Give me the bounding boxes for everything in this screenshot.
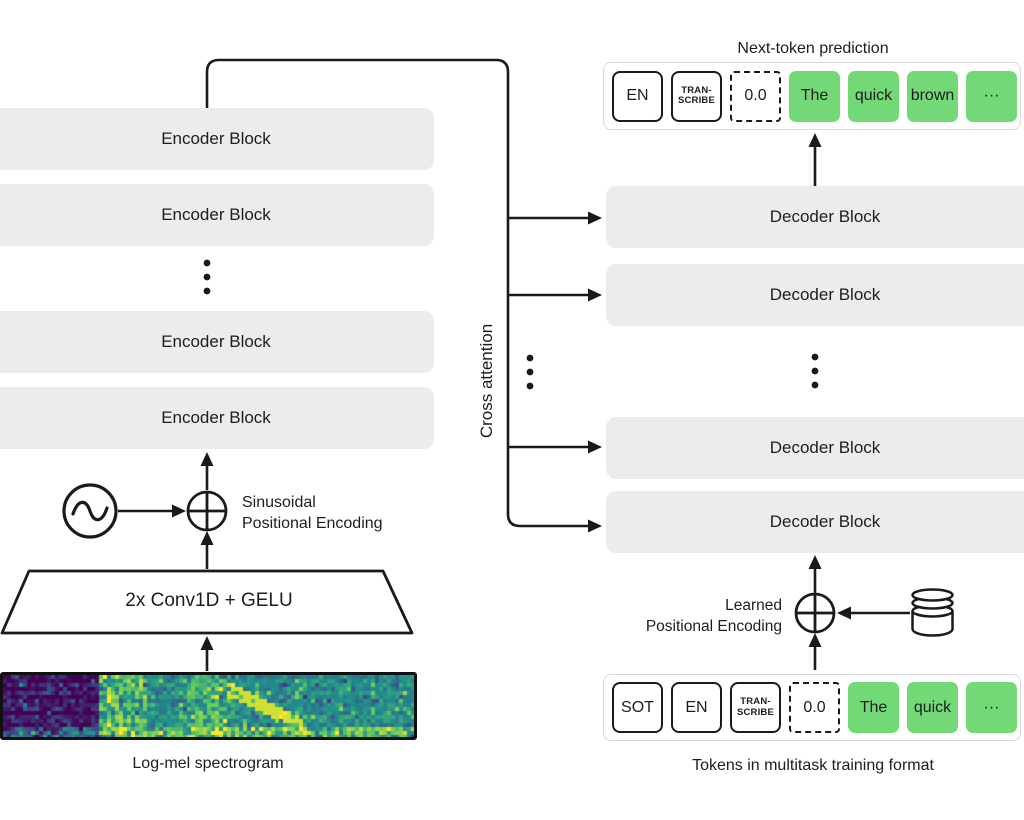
predicted-tokens-row: EN TRAN- SCRIBE 0.0 The quick brown ···: [603, 62, 1021, 130]
decoder-block-label: Decoder Block: [769, 285, 881, 304]
log-mel-spectrogram: [0, 672, 417, 740]
log-mel-spectrogram-image: [3, 675, 414, 737]
token-label: ···: [983, 87, 1000, 104]
pred-token-timestamp: 0.0: [730, 70, 781, 122]
conv-output-arrowhead: [200, 531, 214, 545]
pred-token-the: The: [789, 70, 840, 122]
encoder-block-1: Encoder Block: [0, 108, 434, 170]
pred-token-transcribe: TRAN- SCRIBE: [671, 70, 722, 122]
pred-token-brown: brown: [907, 70, 958, 122]
token-label: TRAN- SCRIBE: [677, 84, 716, 106]
decoder-block-label: Decoder Block: [769, 438, 881, 457]
learned-add-icon: [794, 592, 836, 634]
pred-token-quick: quick: [848, 70, 899, 122]
decoder-block-label: Decoder Block: [769, 512, 881, 531]
spectrogram-arrowhead: [200, 636, 214, 650]
input-tokens-arrowhead: [808, 633, 822, 647]
sinusoidal-positional-encoding-label: Sinusoidal Positional Encoding: [242, 494, 383, 532]
decoder-ellipsis-dots: [811, 353, 819, 389]
encoder-block-label: Encoder Block: [161, 129, 271, 148]
cross-attention-ellipsis-dots: [526, 354, 534, 390]
decoder-block-label: Decoder Block: [769, 207, 881, 226]
pred-token-ellipsis: ···: [966, 70, 1017, 122]
token-label: brown: [910, 87, 955, 104]
input-token-transcribe: TRAN- SCRIBE: [730, 682, 781, 733]
cross-attention-arrowhead-4: [588, 519, 602, 533]
learned-pe-arrowhead: [808, 555, 822, 569]
spectrogram-caption: Log-mel spectrogram: [132, 755, 284, 772]
token-label: 0.0: [803, 698, 826, 716]
token-label: The: [800, 87, 829, 104]
decoder-output-arrowhead: [808, 133, 822, 147]
input-token-ellipsis: ···: [966, 682, 1017, 733]
input-token-quick: quick: [907, 682, 958, 733]
conv1d-gelu-label: 2x Conv1D + GELU: [125, 590, 293, 611]
token-label: EN: [626, 87, 649, 104]
input-token-sot: SOT: [612, 682, 663, 733]
pred-token-en: EN: [612, 70, 663, 122]
next-token-prediction-title: Next-token prediction: [737, 40, 889, 57]
decoder-block-2: Decoder Block: [606, 264, 1024, 326]
decoder-block-3: Decoder Block: [606, 417, 1024, 479]
input-tokens-caption: Tokens in multitask training format: [692, 757, 934, 774]
input-token-en: EN: [671, 682, 722, 733]
input-token-the: The: [848, 682, 899, 733]
embedding-arrowhead: [837, 606, 851, 620]
token-label: EN: [685, 698, 708, 716]
input-token-timestamp: 0.0: [789, 682, 840, 733]
sine-arrowhead: [172, 504, 186, 518]
encoder-block-label: Encoder Block: [161, 205, 271, 224]
sine-wave-icon: [62, 483, 118, 539]
decoder-block-1: Decoder Block: [606, 186, 1024, 248]
input-tokens-row: SOT EN TRAN- SCRIBE 0.0 The quick ···: [603, 674, 1021, 741]
token-label: TRAN- SCRIBE: [736, 696, 775, 718]
learned-positional-encoding-label: Learned Positional Encoding: [645, 597, 782, 635]
token-label: The: [859, 698, 888, 716]
encoder-block-2: Encoder Block: [0, 184, 434, 246]
cross-attention-label: Cross attention: [477, 323, 496, 439]
encoder-block-label: Encoder Block: [161, 332, 271, 351]
token-label: 0.0: [744, 87, 767, 104]
token-label: quick: [854, 87, 893, 104]
token-label: SOT: [621, 698, 654, 716]
sinusoidal-pe-arrowhead: [200, 452, 214, 466]
encoder-block-label: Encoder Block: [161, 408, 271, 427]
encoder-block-4: Encoder Block: [0, 387, 434, 449]
cross-attention-arrowhead-3: [588, 440, 602, 454]
cross-attention-arrowhead-2: [588, 288, 602, 302]
encoder-ellipsis-dots: [203, 259, 211, 295]
encoder-block-3: Encoder Block: [0, 311, 434, 373]
token-label: ···: [983, 698, 1000, 716]
sine-wave-glyph: [71, 500, 109, 522]
decoder-block-4: Decoder Block: [606, 491, 1024, 553]
cross-attention-arrowhead-1: [588, 211, 602, 225]
sinusoidal-add-icon: [186, 490, 228, 532]
token-label: quick: [913, 698, 952, 716]
embedding-matrix-icon: [911, 588, 954, 637]
